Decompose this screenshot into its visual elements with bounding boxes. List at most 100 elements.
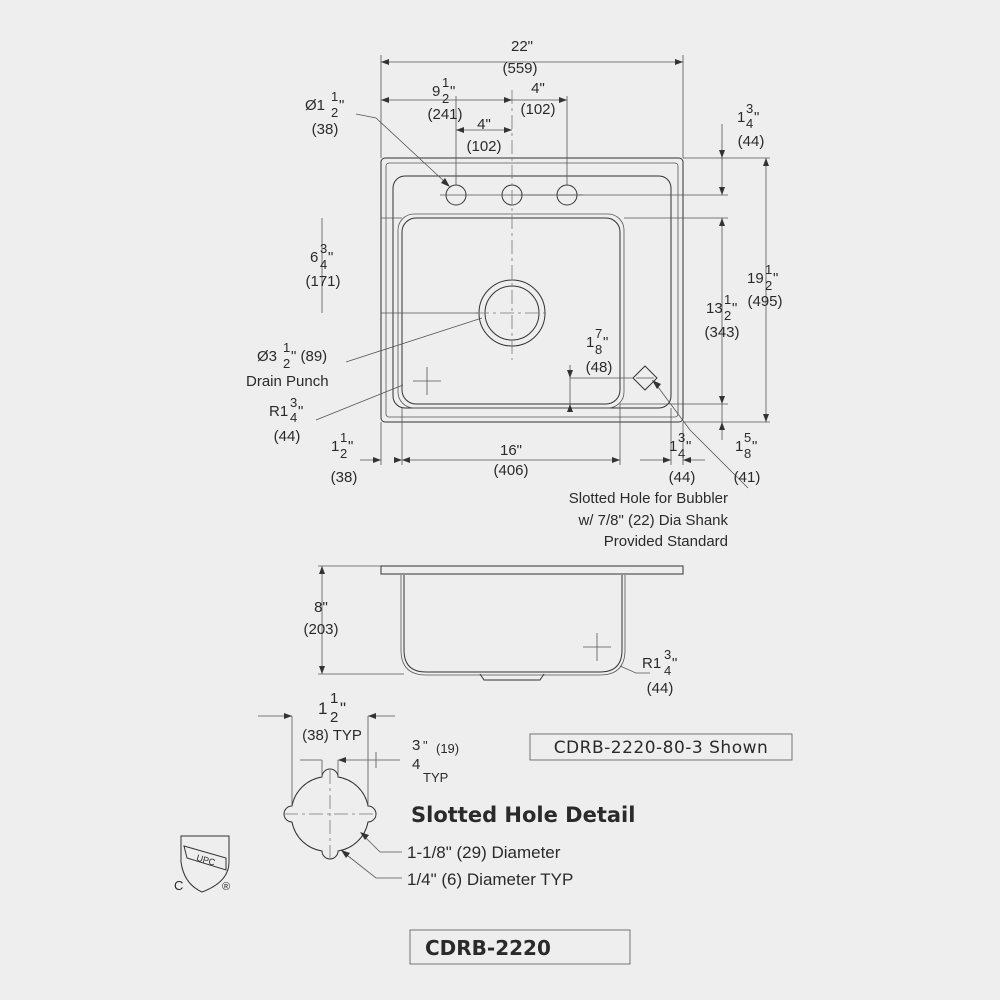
left-ledge-den: 2 xyxy=(340,446,347,461)
drain-loc-unit: " xyxy=(328,249,333,266)
corner-radius-num: 3 xyxy=(290,395,297,410)
corner-radius-unit: " xyxy=(298,403,303,420)
bowl-depth-num: 1 xyxy=(724,292,731,307)
section-depth-mm: (203) xyxy=(303,621,338,638)
drain-loc-num: 3 xyxy=(320,241,327,256)
upc-cert-icon: UPC C ® xyxy=(174,835,230,893)
drain-dia-den: 2 xyxy=(283,356,290,371)
cert-c: C xyxy=(174,878,183,893)
hole-spacing-right-in: 4" xyxy=(531,80,545,97)
section-radius-unit: " xyxy=(672,655,677,672)
cert-reg: ® xyxy=(222,881,230,893)
detail-labels: 1 1 2 " (38) TYP 3 4 " (19) TYP Slotted … xyxy=(302,690,635,889)
drain-punch-label: Drain Punch xyxy=(246,373,329,390)
section-view xyxy=(318,565,684,681)
detail-width-num: 1 xyxy=(330,690,338,707)
drain-dia-num: 1 xyxy=(283,340,290,355)
corner-radius-den: 4 xyxy=(290,410,297,425)
corner-radius-prefix: R1 xyxy=(269,403,288,420)
detail-slot-typ: TYP xyxy=(423,770,448,785)
faucet-dia-mm: (38) xyxy=(312,121,339,138)
faucet-dia-prefix: Ø1 xyxy=(305,97,325,114)
shown-label-box: CDRB-2220-80-3 Shown xyxy=(529,733,793,761)
depth-num: 1 xyxy=(765,262,772,277)
top-hole-whole: 1 xyxy=(737,109,745,126)
top-hole-mm: (44) xyxy=(738,133,765,150)
bubbler-note-line-1: Slotted Hole for Bubbler xyxy=(569,490,728,507)
bubbler-offset-den: 8 xyxy=(595,342,602,357)
front-ledge-mm: (41) xyxy=(734,469,761,486)
width-inches: 22" xyxy=(511,38,533,55)
section-depth-in: 8" xyxy=(314,599,328,616)
detail-title: Slotted Hole Detail xyxy=(411,803,635,827)
plan-dimension-labels: 22" (559) 9 1 2 " (241) 4" (102) 4" (102… xyxy=(246,38,783,550)
bowl-depth-whole: 13 xyxy=(706,300,723,317)
width-mm: (559) xyxy=(502,60,537,77)
detail-slot-mm: (19) xyxy=(436,741,459,756)
bubbler-note-line-2: w/ 7/8" (22) Dia Shank xyxy=(577,512,728,529)
detail-note-diameter: 1-1/8" (29) Diameter xyxy=(407,843,561,862)
left-ledge-mm: (38) xyxy=(331,469,358,486)
drain-dia-prefix: Ø3 xyxy=(257,348,277,365)
shown-label: CDRB-2220-80-3 Shown xyxy=(554,738,769,758)
front-ledge-num: 5 xyxy=(744,430,751,445)
hole-spacing-left-in: 4" xyxy=(477,116,491,133)
hole-offset-whole: 9 xyxy=(432,83,440,100)
front-ledge-unit: " xyxy=(752,438,757,455)
detail-slot-unit: " xyxy=(423,738,428,753)
detail-width-den: 2 xyxy=(330,709,338,726)
depth-unit: " xyxy=(773,270,778,287)
top-hole-num: 3 xyxy=(746,101,753,116)
section-radius-prefix: R1 xyxy=(642,655,661,672)
right-ledge-unit: " xyxy=(686,438,691,455)
right-ledge-den: 4 xyxy=(678,446,685,461)
plan-view xyxy=(315,55,770,489)
slotted-hole-detail xyxy=(258,713,402,879)
section-labels: 8" (203) R1 3 4 " (44) xyxy=(303,599,677,697)
faucet-dia-num: 1 xyxy=(331,89,338,104)
bubbler-offset-unit: " xyxy=(603,334,608,351)
bowl-width-in: 16" xyxy=(500,442,522,459)
left-ledge-whole: 1 xyxy=(331,438,339,455)
front-ledge-whole: 1 xyxy=(735,438,743,455)
hole-offset-unit: " xyxy=(450,83,455,100)
faucet-dia-den: 2 xyxy=(331,105,338,120)
top-hole-den: 4 xyxy=(746,116,753,131)
drain-loc-whole: 6 xyxy=(310,249,318,266)
model-number: CDRB-2220 xyxy=(425,936,551,960)
hole-spacing-left-mm: (102) xyxy=(466,138,501,155)
bowl-depth-unit: " xyxy=(732,300,737,317)
detail-width-mm: (38) TYP xyxy=(302,727,362,744)
detail-width-unit: " xyxy=(340,699,346,718)
left-ledge-unit: " xyxy=(348,438,353,455)
detail-slot-num: 3 xyxy=(412,737,420,754)
hole-offset-num: 1 xyxy=(442,75,449,90)
detail-note-slot-diameter: 1/4" (6) Diameter TYP xyxy=(407,870,573,889)
depth-den: 2 xyxy=(765,278,772,293)
drain-dia-unit: " (89) xyxy=(291,348,327,365)
section-radius-mm: (44) xyxy=(647,680,674,697)
hole-offset-den: 2 xyxy=(442,91,449,106)
section-radius-num: 3 xyxy=(664,647,671,662)
bubbler-offset-num: 7 xyxy=(595,326,602,341)
drain-loc-mm: (171) xyxy=(305,273,340,290)
detail-slot-den: 4 xyxy=(412,756,420,773)
depth-mm: (495) xyxy=(747,293,782,310)
front-ledge-den: 8 xyxy=(744,446,751,461)
hole-spacing-right-mm: (102) xyxy=(520,101,555,118)
drain-loc-den: 4 xyxy=(320,257,327,272)
detail-width-whole: 1 xyxy=(318,699,327,718)
bubbler-offset-whole: 1 xyxy=(586,334,594,351)
bowl-depth-den: 2 xyxy=(724,308,731,323)
corner-radius-mm: (44) xyxy=(274,428,301,445)
top-hole-unit: " xyxy=(754,109,759,126)
right-ledge-mm: (44) xyxy=(669,469,696,486)
bubbler-note-line-3: Provided Standard xyxy=(604,533,728,550)
bubbler-offset-mm: (48) xyxy=(586,359,613,376)
right-ledge-num: 3 xyxy=(678,430,685,445)
left-ledge-num: 1 xyxy=(340,430,347,445)
hole-offset-mm: (241) xyxy=(427,106,462,123)
right-ledge-whole: 1 xyxy=(669,438,677,455)
faucet-dia-unit: " xyxy=(339,97,344,114)
